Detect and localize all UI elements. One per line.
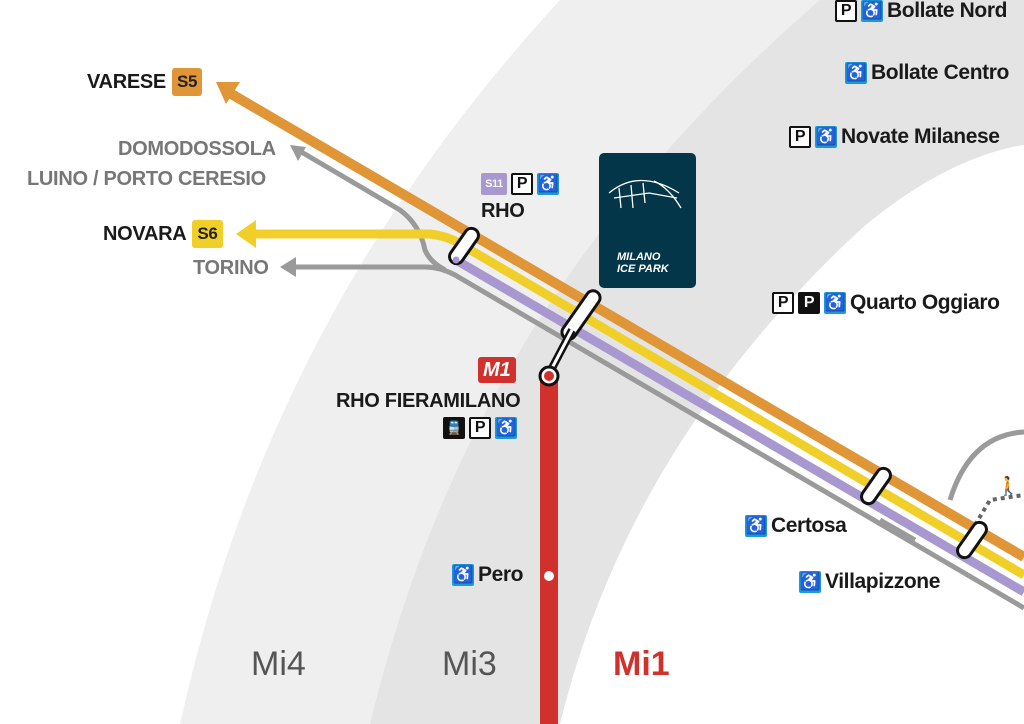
parking-icon: P (511, 173, 533, 195)
wheelchair-icon: ♿ (452, 564, 474, 586)
s11-icon: S11 (481, 173, 507, 195)
station-label: Novate Milanese (841, 125, 1000, 148)
wheelchair-icon: ♿ (824, 292, 846, 314)
metro-m1-badge: M1 (478, 357, 516, 383)
station-certosa[interactable]: ♿Certosa (745, 514, 847, 538)
zone-mi4-label: Mi4 (251, 645, 306, 683)
dest-varese: VARESE S5 (87, 68, 203, 96)
certosa-stop (860, 466, 892, 506)
rho-fiera-icons: 🚆 P ♿ (443, 417, 517, 439)
station-label: Pero (478, 563, 524, 586)
line-domodossola (296, 147, 447, 273)
station-novate-milanese[interactable]: P♿Novate Milanese (789, 125, 1000, 149)
villapizzone-stop (956, 520, 988, 560)
ice-park-line2: ICE PARK (617, 263, 669, 275)
station-label: Bollate Centro (871, 61, 1009, 84)
arrow-torino (280, 257, 296, 277)
station-label: Villapizzone (825, 570, 941, 593)
line-s11 (453, 256, 1024, 596)
line-branch (947, 429, 1024, 501)
station-label: Certosa (771, 514, 847, 537)
rho-stop (448, 226, 480, 266)
ice-park-icon (608, 180, 682, 209)
station-label: Quarto Oggiaro (850, 291, 1000, 314)
wheelchair-icon: ♿ (861, 0, 883, 22)
line-certosa-merge (878, 517, 917, 543)
pedestrian-icon: 🚶 (997, 475, 1019, 496)
wheelchair-icon: ♿ (799, 571, 821, 593)
station-villapizzone[interactable]: ♿Villapizzone (799, 570, 940, 594)
line-torino (288, 264, 1024, 611)
line-badge-s6: S6 (192, 220, 223, 248)
parking-covered-icon: P (798, 292, 820, 314)
parking-icon: P (835, 0, 857, 22)
wheelchair-icon: ♿ (845, 62, 867, 84)
station-label: Bollate Nord (887, 0, 1008, 22)
walk-link (973, 493, 1024, 527)
wheelchair-icon: ♿ (815, 126, 837, 148)
dest-name: VARESE (87, 70, 166, 93)
line-s5 (225, 87, 1024, 562)
station-rho[interactable]: RHO (481, 200, 525, 222)
station-bollate-centro[interactable]: ♿Bollate Centro (845, 61, 1009, 85)
station-pero[interactable]: ♿Pero (452, 563, 523, 587)
dest-novara: NOVARA S6 (103, 220, 223, 248)
arrow-s5 (216, 82, 240, 104)
parking-icon: P (789, 126, 811, 148)
zone-mi1-label: Mi1 (613, 645, 670, 683)
station-rho-fieramilano[interactable]: RHO FIERAMILANO (336, 390, 521, 412)
train-icon: 🚆 (443, 417, 465, 439)
wheelchair-icon: ♿ (537, 173, 559, 195)
ice-park-line1: MILANO (617, 251, 661, 263)
wheelchair-icon: ♿ (495, 417, 517, 439)
arrow-domodossola (290, 145, 306, 161)
zone-mi3-label: Mi3 (442, 645, 497, 683)
wheelchair-icon: ♿ (745, 515, 767, 537)
dest-luino: LUINO / PORTO CERESIO (27, 168, 266, 190)
arrow-s6 (236, 220, 256, 248)
parking-icon: P (469, 417, 491, 439)
dest-domodossola: DOMODOSSOLA (118, 138, 276, 160)
station-bollate-nord[interactable]: P♿Bollate Nord (835, 0, 1007, 23)
rho-icons: S11 P ♿ (481, 173, 559, 195)
dest-name: NOVARA (103, 222, 187, 245)
line-badge-s5: S5 (171, 68, 203, 96)
pero-stop (544, 571, 554, 581)
parking-icon: P (772, 292, 794, 314)
dest-torino: TORINO (193, 257, 269, 279)
